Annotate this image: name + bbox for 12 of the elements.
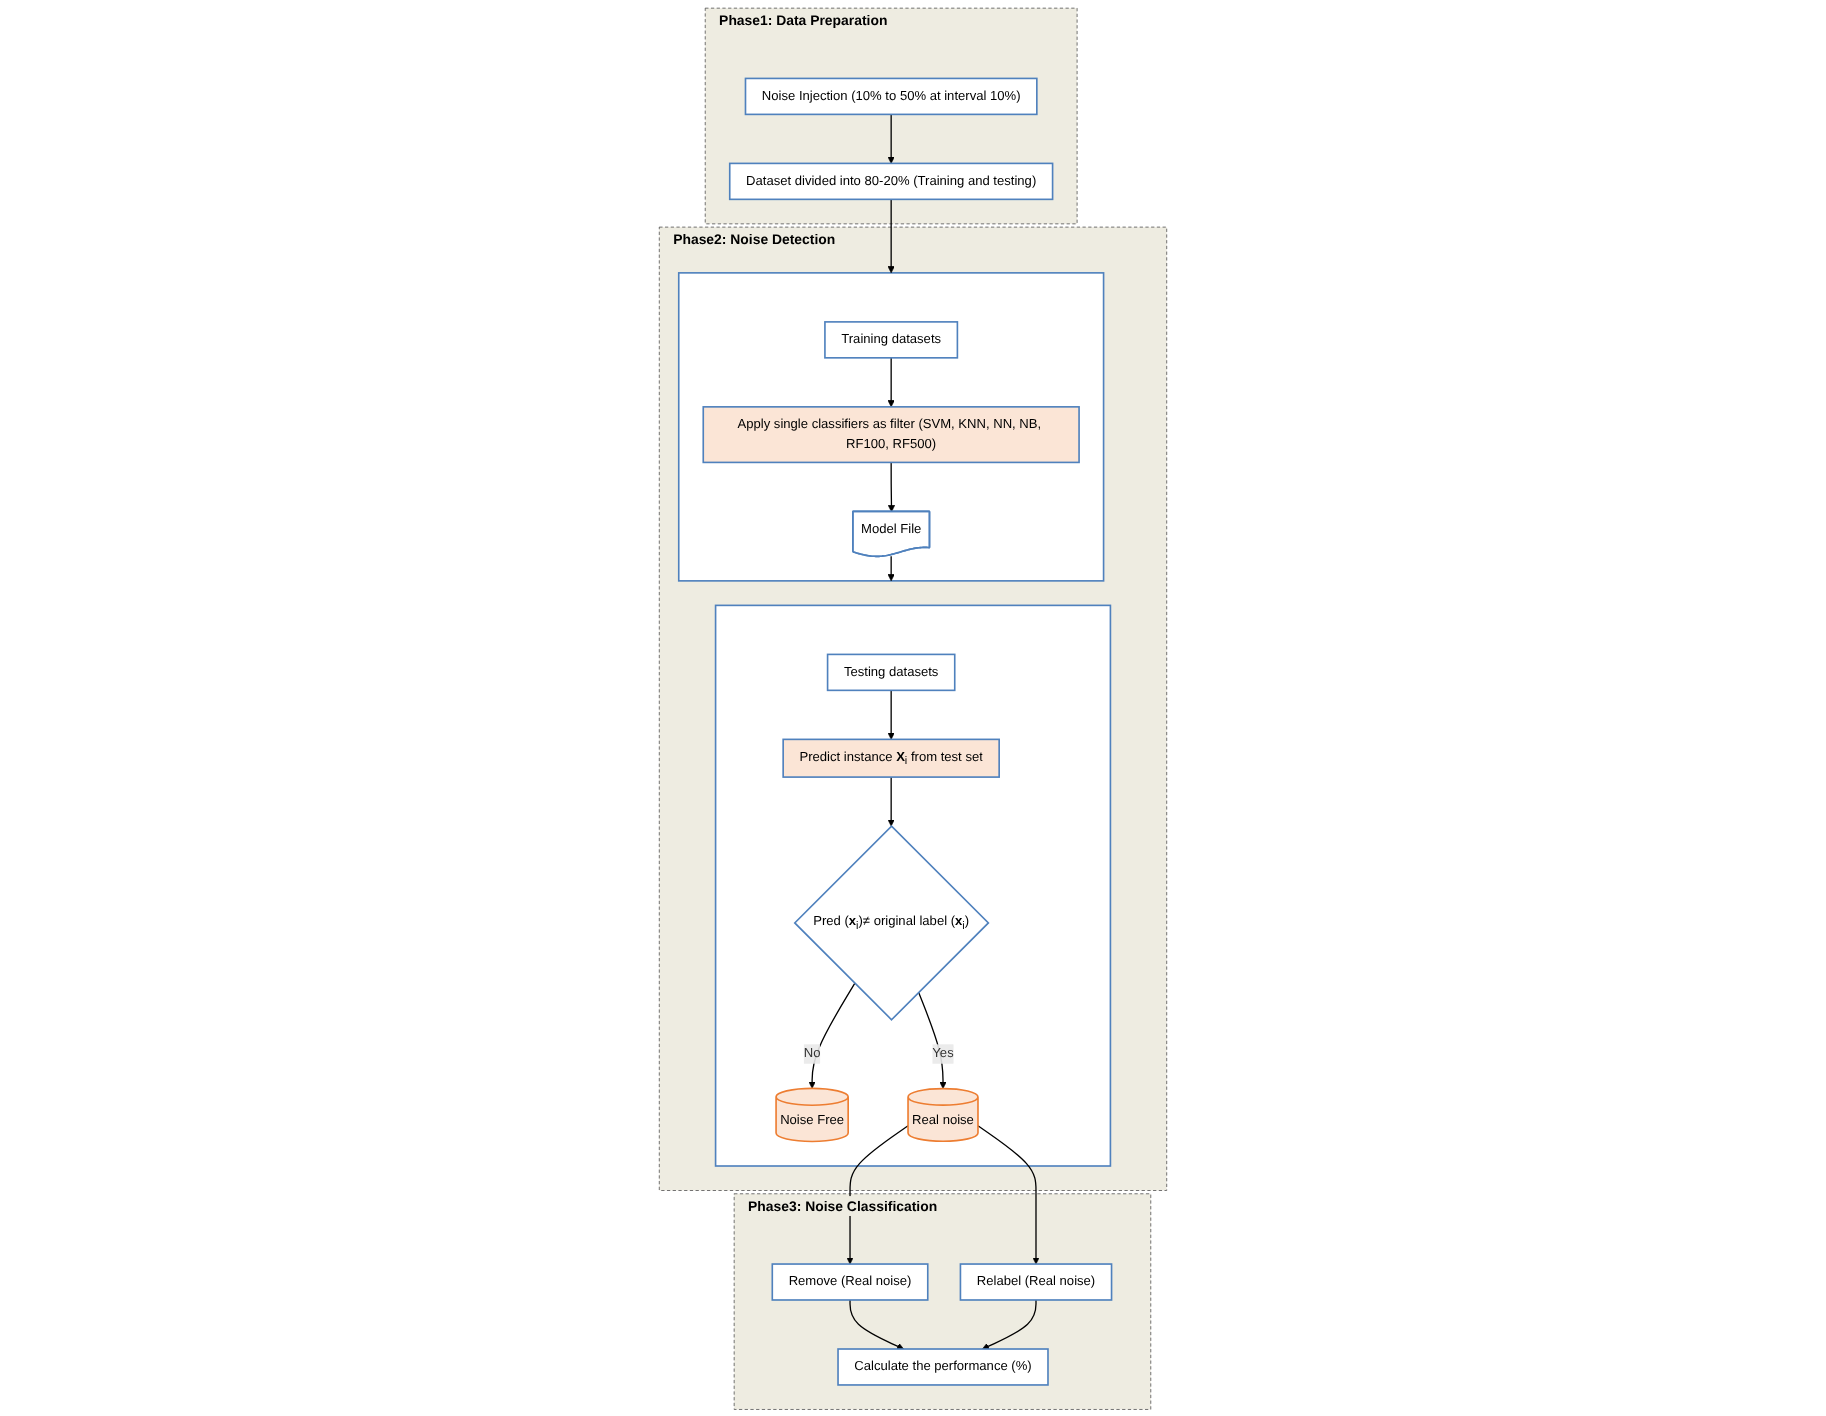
arrow bbox=[887, 555, 895, 582]
arrow bbox=[887, 689, 895, 740]
arrow bbox=[887, 113, 895, 164]
arrow bbox=[808, 982, 856, 1089]
arrow bbox=[917, 991, 947, 1089]
arrow bbox=[887, 198, 895, 274]
arrow bbox=[887, 357, 895, 408]
arrow bbox=[977, 1125, 1040, 1265]
arrow bbox=[887, 461, 896, 513]
arrow bbox=[849, 1299, 904, 1350]
arrow bbox=[887, 776, 895, 827]
arrow bbox=[982, 1299, 1037, 1350]
